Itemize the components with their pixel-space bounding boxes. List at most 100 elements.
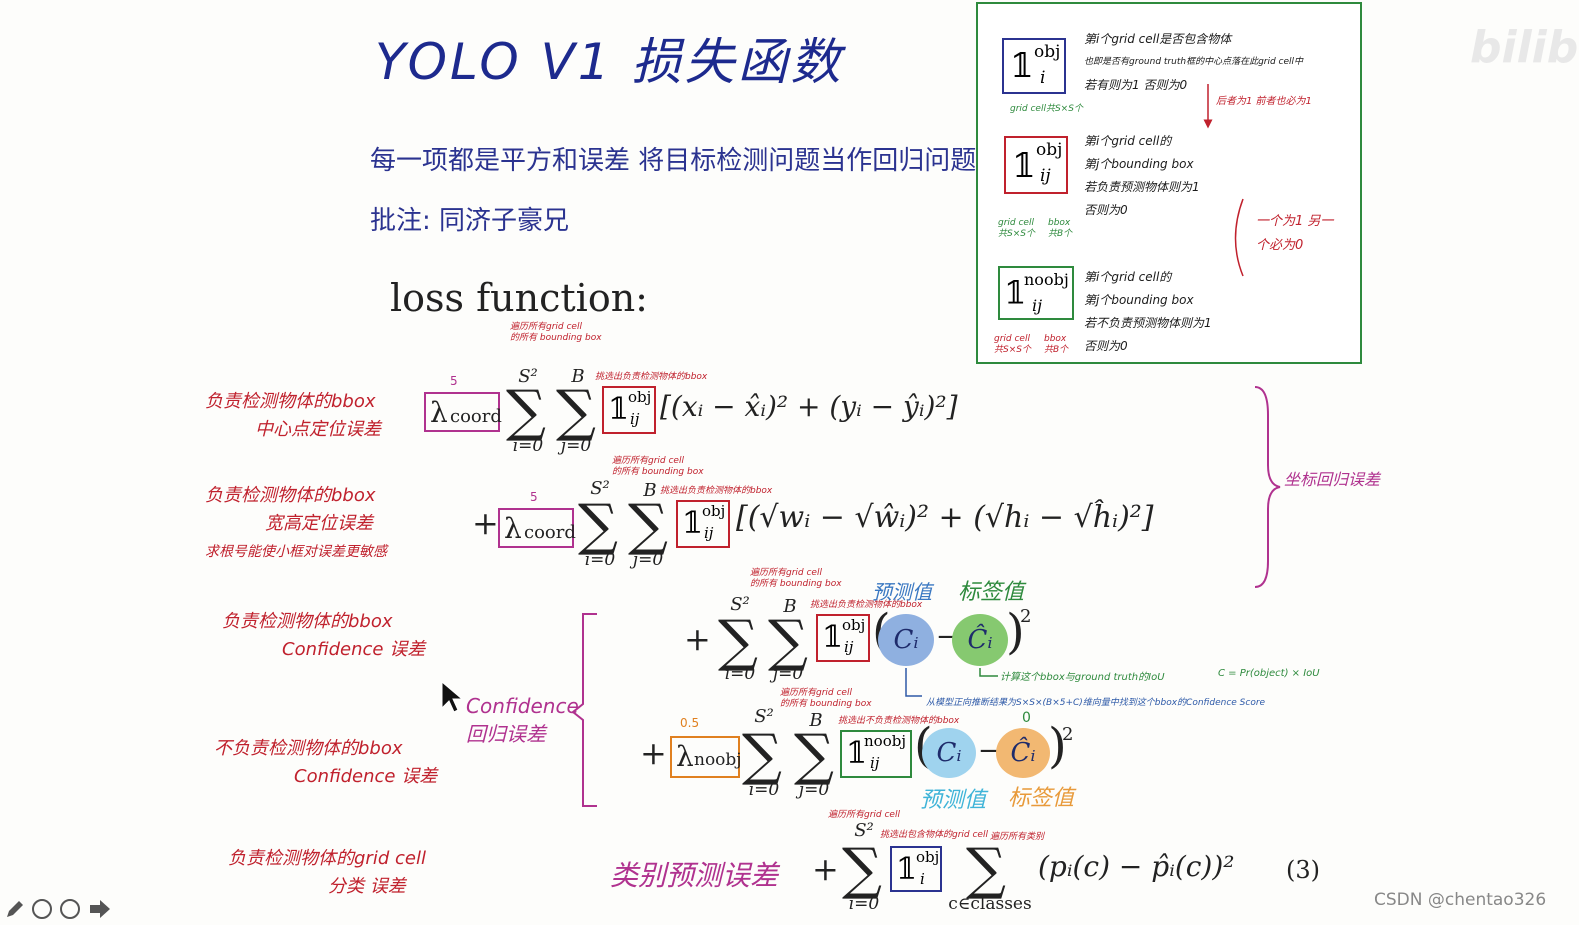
term5-sum1-sub: i=0	[848, 894, 880, 914]
term3-sum1-sub: i=0	[724, 664, 756, 684]
loss-heading: loss function:	[390, 276, 648, 320]
term4-sum1-sup: S²	[754, 706, 774, 727]
term2-sum1-sup: S²	[590, 478, 610, 499]
term2-sum1-sub: i=0	[584, 550, 616, 570]
term2-sum1-icon: ∑	[578, 493, 618, 558]
term5-body: (pᵢ(c) − p̂ᵢ(c))²	[1038, 850, 1235, 883]
term3-note: 负责检测物体的bbox Confidence 误差	[222, 611, 426, 660]
term3-sum2-icon: ∑	[768, 609, 808, 674]
term4-sum1-sub: i=0	[748, 780, 780, 800]
term5-indicator: 𝟙 obj i	[890, 846, 942, 892]
term4-true-label: 标签值	[1008, 786, 1075, 811]
term3-iou-note: 计算这个bbox与ground truth的IoU	[1000, 672, 1165, 683]
term5-sum1-icon: ∑	[842, 837, 882, 902]
term3-plus: +	[684, 620, 711, 658]
term2-indicator: 𝟙 obj ij	[676, 500, 730, 548]
note-line-1: 每一项都是平方和误差 将目标检测问题当作回归问题	[370, 146, 977, 176]
term4-sum2-sup: B	[809, 710, 823, 731]
term4-lambda-noobj: λ noobj	[670, 736, 742, 778]
next-arrow-icon[interactable]	[88, 898, 112, 920]
legend-obj-i-caption: grid cell共S×S个	[1010, 104, 1083, 114]
legend-obj-ij-caption-b: bbox 共B个	[1048, 218, 1073, 239]
mouse-cursor-icon	[441, 680, 464, 713]
term4-square: 2	[1062, 724, 1074, 745]
term2-sum2-sup: B	[643, 480, 657, 501]
legend-obj-ij-text: 第i个grid cell的 第j个bounding box 若负责预测物体则为1…	[1084, 134, 1200, 217]
term5-plus: +	[812, 850, 839, 888]
term3-sum2-sup: B	[783, 596, 797, 617]
term1-sum1-icon: ∑	[506, 379, 546, 444]
term4-c-pred: Cᵢ	[922, 728, 976, 778]
term4-sum2-sub: j=0	[798, 780, 830, 800]
page-title: YOLO V1 损失函数	[375, 33, 844, 91]
slides-icon[interactable]	[32, 899, 52, 919]
legend-noobj-ij-text: 第i个grid cell的 第j个bounding box 若不负责预测物体则为…	[1084, 270, 1212, 353]
term1-note: 负责检测物体的bbox 中心点定位误差	[205, 391, 381, 440]
coord-brace-note: 坐标回归误差	[1284, 470, 1381, 489]
term2-sum2-sub: j=0	[632, 550, 664, 570]
term3-sum1-sup: S²	[730, 594, 750, 615]
term5-class-label: 类别预测误差	[610, 859, 779, 892]
term1-sum2-icon: ∑	[556, 379, 596, 444]
legend-obj-ij-caption-a: grid cell 共S×S个	[998, 218, 1035, 239]
term1-lambda-coord: λ coord	[424, 392, 502, 432]
term3-square: 2	[1020, 606, 1032, 627]
legend-obj-i-text: 第i个grid cell是否包含物体 也即是否有ground truth框的中心…	[1084, 32, 1304, 92]
term3-ind-note: 挑选出负责检测物体的bbox	[810, 600, 923, 610]
indicator-obj-ij: 𝟙 obj ij	[1004, 136, 1068, 194]
term2-plus: +	[472, 504, 499, 542]
legend-arrows	[1203, 84, 1244, 277]
term1-sum2-sub: j=0	[560, 436, 592, 456]
term3-paren-close: )	[1006, 604, 1025, 660]
term2-note: 负责检测物体的bbox 宽高定位误差 求根号能使小框对误差更敏感	[205, 485, 387, 560]
legend-arrow-note: 后者为1 前者也必为1	[1216, 96, 1312, 107]
legend-side-note: 一个为1 另一个必为0	[1256, 214, 1334, 253]
term4-plus: +	[640, 734, 667, 772]
indicator-legend-panel: 𝟙 obj i 第i个grid cell是否包含物体 也即是否有ground t…	[976, 2, 1362, 364]
term5-over-note: 遍历所有grid cell	[828, 810, 900, 820]
term5-ind-note: 挑选出包含物体的grid cell	[880, 830, 988, 840]
term4-pred-label: 预测值	[920, 788, 987, 813]
term3-c-true: Ĉᵢ	[952, 614, 1008, 666]
csdn-watermark: CSDN @chentao326	[1374, 890, 1547, 910]
term5-sum2-sub: c∈classes	[948, 894, 1032, 914]
term3-c-pred: Cᵢ	[878, 614, 934, 666]
more-icon[interactable]	[60, 899, 80, 919]
term4-sum1-icon: ∑	[742, 723, 782, 788]
indicator-obj-i: 𝟙 obj i	[1002, 38, 1066, 94]
term3-formula-note: C = Pr(object) × IoU	[1218, 668, 1320, 679]
term3-indicator: 𝟙 obj ij	[816, 614, 870, 662]
term5-cls-note: 遍历所有类别	[990, 832, 1045, 842]
pen-icon[interactable]	[4, 898, 26, 920]
term5-note: 负责检测物体的grid cell 分类 误差	[228, 848, 426, 897]
legend-noobj-ij-caption-a: grid cell 共S×S个	[994, 334, 1031, 355]
term4-paren-close: )	[1048, 718, 1067, 774]
term1-indicator: 𝟙 obj ij	[602, 386, 656, 434]
term1-lambda-value: 5	[450, 374, 458, 388]
term4-ind-note: 挑选出不负责检测物体的bbox	[838, 716, 960, 726]
term4-sum2-icon: ∑	[794, 723, 834, 788]
term4-note: 不负责检测物体的bbox Confidence 误差	[214, 738, 438, 787]
legend-noobj-ij-caption-b: bbox 共B个	[1044, 334, 1069, 355]
term5-sum1-sup: S²	[854, 820, 874, 841]
term4-c-true: Ĉᵢ	[996, 728, 1050, 778]
term4-lambda-value: 0.5	[680, 716, 700, 730]
term4-minus: −	[978, 736, 1000, 766]
term3-true-label: 标签值	[958, 580, 1025, 605]
term2-body: [(√wᵢ − √ŵᵢ)² + (√hᵢ − √ĥᵢ)²]	[736, 500, 1154, 535]
confidence-brace	[571, 613, 597, 807]
equation-number: (3)	[1286, 856, 1320, 884]
term3-arrows	[905, 668, 998, 697]
indicator-noobj-ij: 𝟙 noobj ij	[998, 266, 1074, 320]
term3-pred-label: 预测值	[872, 580, 932, 604]
term2-lambda-value: 5	[530, 490, 538, 504]
term2-ind-note: 挑选出负责检测物体的bbox	[660, 486, 773, 496]
bilibili-logo: bilibili	[1470, 22, 1579, 73]
term2-lambda-coord: λ coord	[498, 508, 576, 548]
term4-true-value: 0	[1022, 710, 1031, 726]
term4-indicator: 𝟙 noobj ij	[840, 730, 912, 778]
